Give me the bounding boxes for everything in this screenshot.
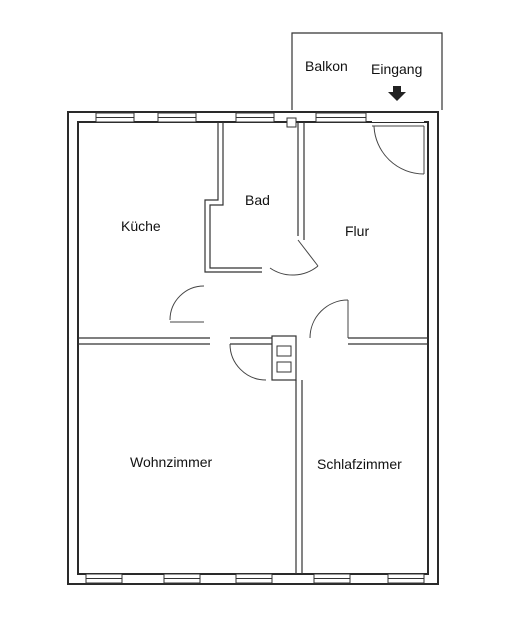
label-schlafzimmer: Schlafzimmer: [317, 456, 402, 472]
label-flur: Flur: [345, 223, 369, 239]
windows-top: [95, 112, 367, 128]
balcony-area: [291, 32, 443, 110]
label-wohnzimmer: Wohnzimmer: [130, 454, 213, 470]
shaft: [271, 335, 297, 381]
hall-bedroom-wall: [309, 299, 428, 345]
living-bedroom-wall: [295, 380, 303, 574]
outer-walls: [67, 111, 439, 585]
label-balkon: Balkon: [305, 58, 348, 74]
label-kueche: Küche: [121, 218, 161, 234]
label-bad: Bad: [245, 192, 270, 208]
arrow-down-icon: [388, 86, 406, 101]
windows-bottom: [85, 573, 425, 584]
label-eingang: Eingang: [371, 61, 422, 77]
kitchen-living-wall: [78, 285, 272, 381]
bathroom-walls: [204, 122, 319, 276]
entrance-door: [372, 113, 425, 175]
